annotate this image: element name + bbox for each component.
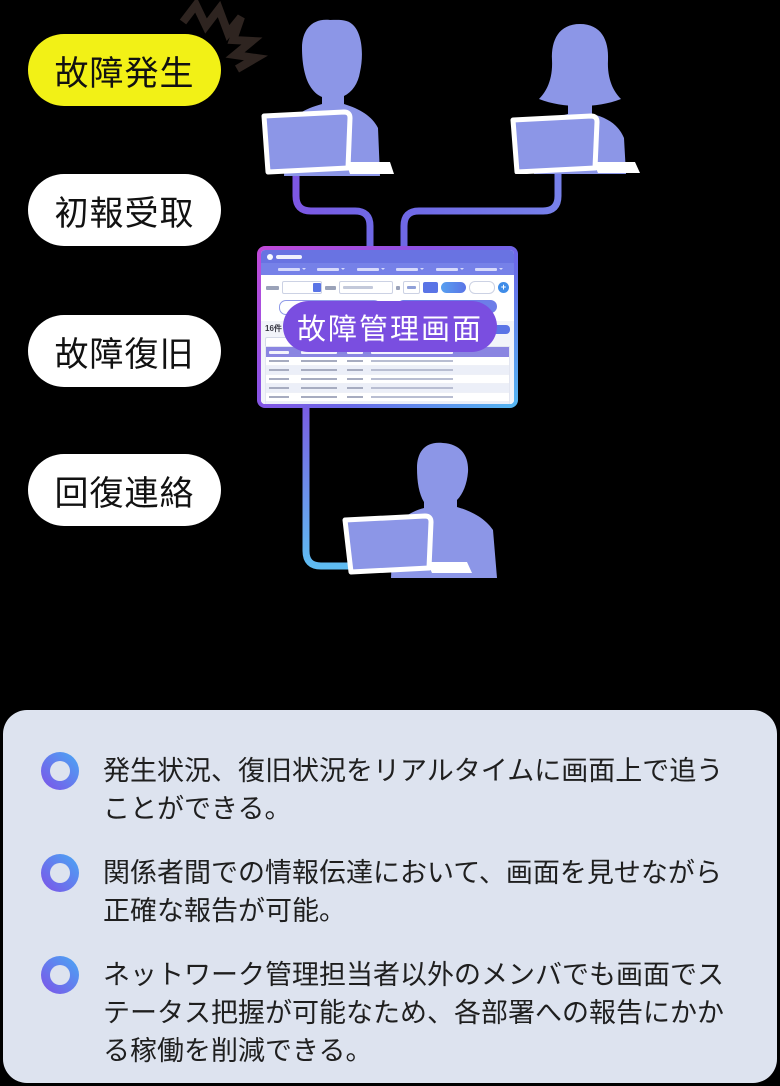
mini-keyword-input — [339, 281, 393, 294]
connector-person1-to-screen — [292, 168, 374, 254]
ring-bullet-icon — [41, 956, 79, 994]
mini-table — [265, 346, 510, 404]
benefit-item: ネットワーク管理担当者以外のメンバでも画面でステータス把握が可能なため、各部署へ… — [41, 956, 747, 1070]
mini-table-row — [266, 384, 509, 393]
mini-toggle-button — [422, 282, 438, 293]
step-pill-fault-recovery: 故障復旧 — [28, 315, 221, 387]
ring-bullet-icon — [41, 854, 79, 892]
mini-nomatch-button — [469, 281, 495, 294]
mini-nav-bar — [261, 263, 514, 275]
benefit-text: ネットワーク管理担当者以外のメンバでも画面でステータス把握が可能なため、各部署へ… — [103, 960, 724, 1066]
mini-table-body — [266, 357, 509, 404]
mini-add-button: + — [498, 282, 509, 293]
mini-table-row — [266, 375, 509, 384]
mini-table-row — [266, 366, 509, 375]
mini-table-row — [266, 357, 509, 366]
mini-logo-icon — [267, 253, 273, 260]
mini-match-button — [440, 282, 467, 293]
benefit-text: 関係者間での情報伝達において、画面を見せながら正確な報告が可能。 — [103, 858, 722, 926]
mini-action-button — [488, 324, 510, 334]
mini-toggle-button — [402, 281, 420, 294]
step-pill-first-report: 初報受取 — [28, 174, 221, 246]
benefit-item: 発生状況、復旧状況をリアルタイムに画面上で追うことができる。 — [41, 752, 747, 828]
step-pill-fault-occurred: 故障発生 — [28, 34, 221, 106]
shock-burst-icon — [179, 0, 269, 73]
mini-table-header — [266, 347, 509, 357]
benefit-item: 関係者間での情報伝達において、画面を見せながら正確な報告が可能。 — [41, 854, 747, 930]
person-icon-operator-right — [510, 24, 640, 174]
laptop-icon — [342, 513, 472, 575]
person-icon-operator-left — [261, 19, 394, 176]
person-icon-viewer-bottom — [342, 442, 497, 578]
benefit-text: 発生状況、復旧状況をリアルタイムに画面上で追うことができる。 — [103, 756, 724, 824]
mini-logo-bar — [261, 250, 514, 263]
mini-search-form: + — [261, 275, 514, 294]
mini-select-input — [281, 281, 322, 294]
mini-table-row — [266, 402, 509, 404]
ring-bullet-icon — [41, 752, 79, 790]
benefits-panel: 発生状況、復旧状況をリアルタイムに画面上で追うことができる。 関係者間での情報伝… — [3, 710, 777, 1083]
mini-result-count: 16件 — [265, 324, 282, 333]
mini-table-row — [266, 393, 509, 402]
step-pill-recovery-notice: 回復連絡 — [28, 454, 221, 526]
connector-screen-to-person3 — [302, 400, 352, 570]
connector-person2-to-screen — [400, 170, 562, 254]
laptop-icon — [261, 109, 394, 175]
laptop-icon — [510, 113, 640, 174]
screen-overlay-label: 故障管理画面 — [283, 301, 497, 352]
